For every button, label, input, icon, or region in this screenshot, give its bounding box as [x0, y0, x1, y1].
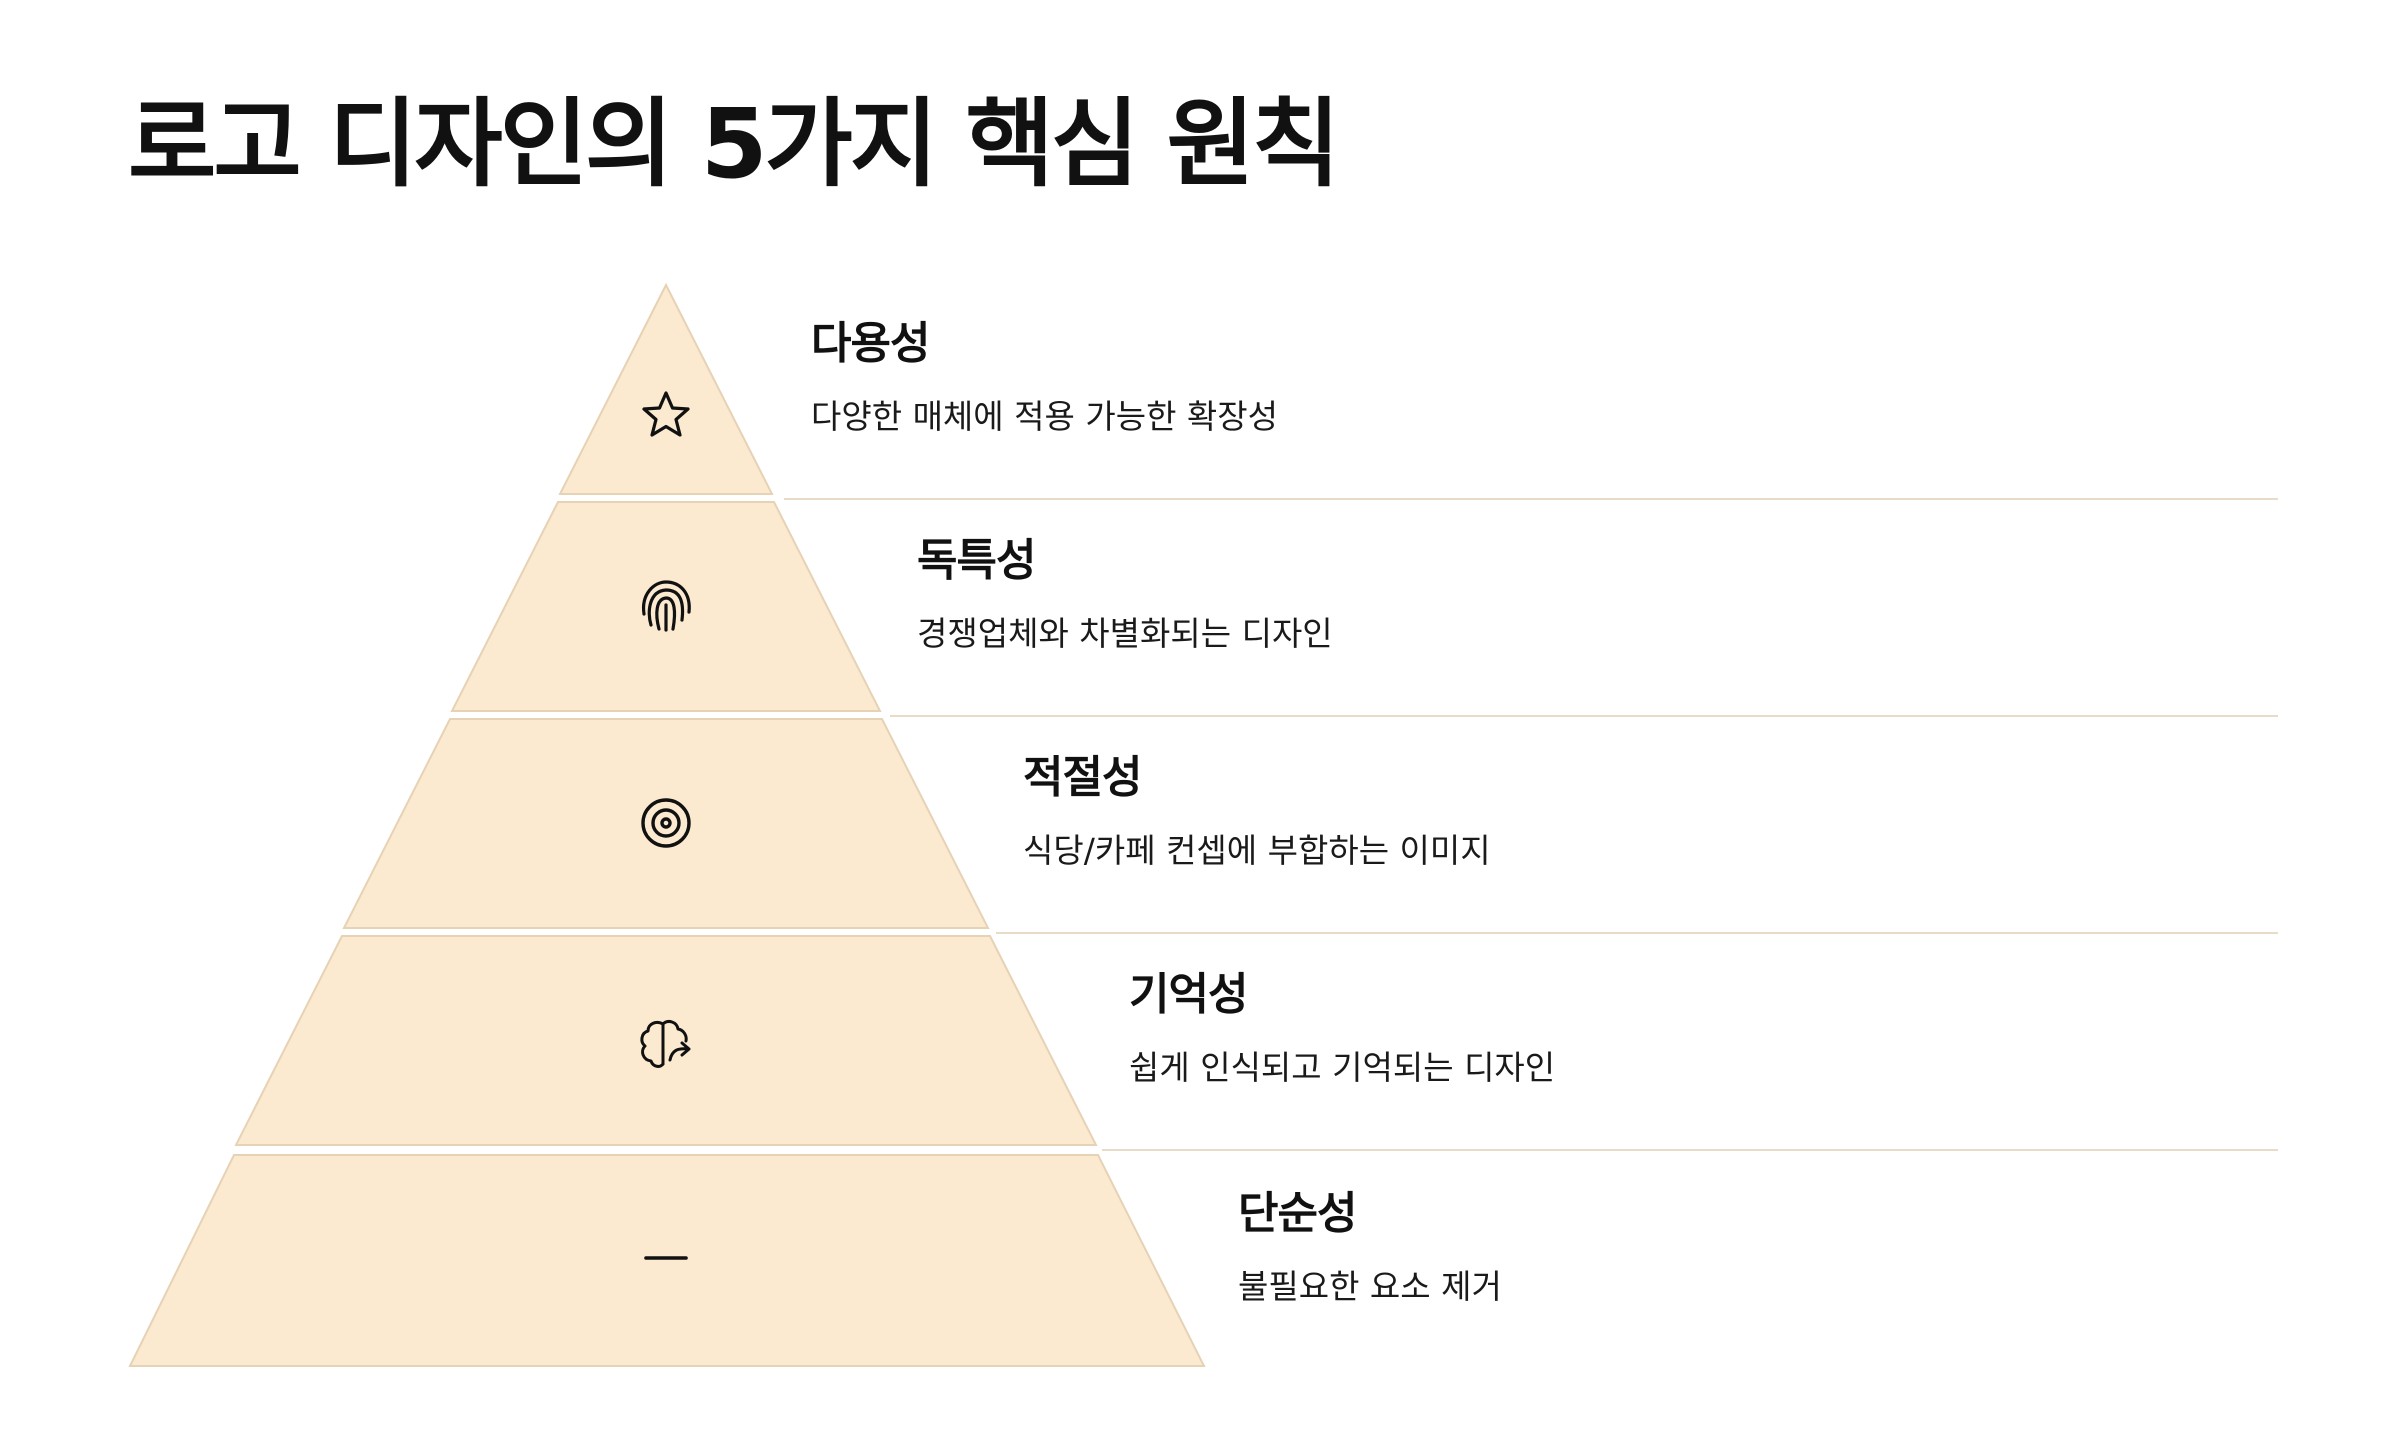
target-icon: [641, 798, 691, 848]
level-4-title: 기억성: [1129, 969, 1248, 1020]
page-title: 로고 디자인의 5가지 핵심 원칙: [128, 88, 1340, 200]
level-1-text: 다용성 다양한 매체에 적용 가능한 확장성: [811, 318, 1278, 436]
pyramid-tier-5: [128, 1154, 1206, 1367]
brain-icon: [640, 1020, 691, 1068]
level-2-title: 독특성: [917, 535, 1036, 586]
level-1-description: 다양한 매체에 적용 가능한 확장성: [811, 396, 1278, 436]
level-4-description: 쉽게 인식되고 기억되는 디자인: [1129, 1047, 1556, 1087]
level-2-text: 독특성 경쟁업체와 차별화되는 디자인: [917, 535, 1333, 653]
level-5-title: 단순성: [1238, 1188, 1357, 1239]
level-5-text: 단순성 불필요한 요소 제거: [1238, 1188, 1502, 1306]
level-3-text: 적절성 식당/카페 컨셉에 부합하는 이미지: [1023, 752, 1491, 870]
fingerprint-icon: [641, 580, 691, 632]
level-1-title: 다용성: [811, 318, 930, 369]
level-4-text: 기억성 쉽게 인식되고 기억되는 디자인: [1129, 969, 1555, 1087]
star-icon: [642, 391, 690, 437]
level-2-description: 경쟁업체와 차별화되는 디자인: [917, 613, 1333, 653]
pyramid-tier-1: [558, 282, 774, 495]
level-5-description: 불필요한 요소 제거: [1238, 1266, 1502, 1306]
pyramid-tier-3: [342, 718, 990, 929]
pyramid-tier-4: [234, 935, 1098, 1146]
level-3-title: 적절성: [1023, 752, 1142, 803]
level-3-description: 식당/카페 컨셉에 부합하는 이미지: [1023, 830, 1491, 870]
